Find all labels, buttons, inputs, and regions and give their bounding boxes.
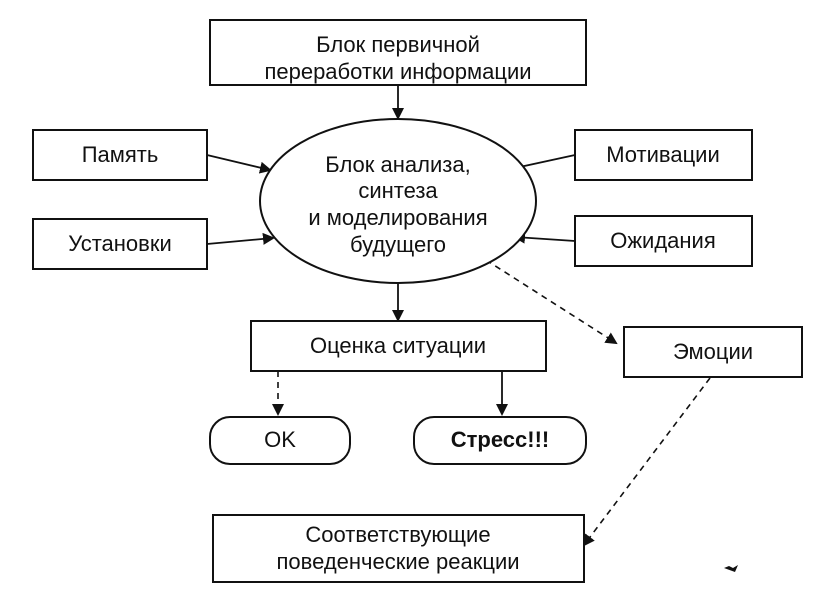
behavioral-reactions-box: [212, 514, 585, 583]
scan-mark: [724, 565, 738, 572]
analysis-line1: Блок анализа,: [325, 152, 470, 177]
motivations-box: [574, 129, 753, 181]
primary-processing-line2: переработки информации: [264, 59, 531, 84]
analysis-ellipse: [259, 118, 537, 284]
analysis-line3: и моделирования: [308, 205, 487, 230]
situation-assessment-label: Оценка ситуации: [310, 333, 486, 358]
expectations-label: Ожидания: [610, 228, 716, 253]
emotions-box: [623, 326, 803, 378]
primary-processing-line1: Блок первичной: [316, 32, 480, 57]
memory-box: [32, 129, 208, 181]
analysis-line4: будущего: [350, 232, 446, 257]
stress-label: Стресс!!!: [451, 427, 550, 452]
behavioral-reactions-line1: Соответствующие: [305, 522, 490, 547]
situation-assessment-box: [250, 320, 547, 372]
behavioral-reactions-line2: поведенческие реакции: [276, 549, 519, 574]
emotions-label: Эмоции: [673, 339, 753, 364]
motivations-label: Мотивации: [606, 142, 720, 167]
attitudes-label: Установки: [68, 231, 172, 256]
arrow-memory-to-analysis: [206, 154, 272, 174]
memory-label: Память: [82, 142, 159, 167]
primary-processing-box: [209, 19, 587, 86]
stress-box: [413, 416, 587, 465]
ok-label: OK: [264, 427, 296, 452]
arrow-analysis-to-emotions: [485, 259, 618, 345]
analysis-line2: синтеза: [358, 178, 438, 203]
expectations-box: [574, 215, 753, 267]
arrow-emotions-to-reactions: [582, 377, 711, 547]
attitudes-box: [32, 218, 208, 270]
ok-box: [209, 416, 351, 465]
arrow-attitudes-to-analysis: [206, 232, 275, 245]
arrow-expectations-to-analysis: [513, 231, 576, 244]
